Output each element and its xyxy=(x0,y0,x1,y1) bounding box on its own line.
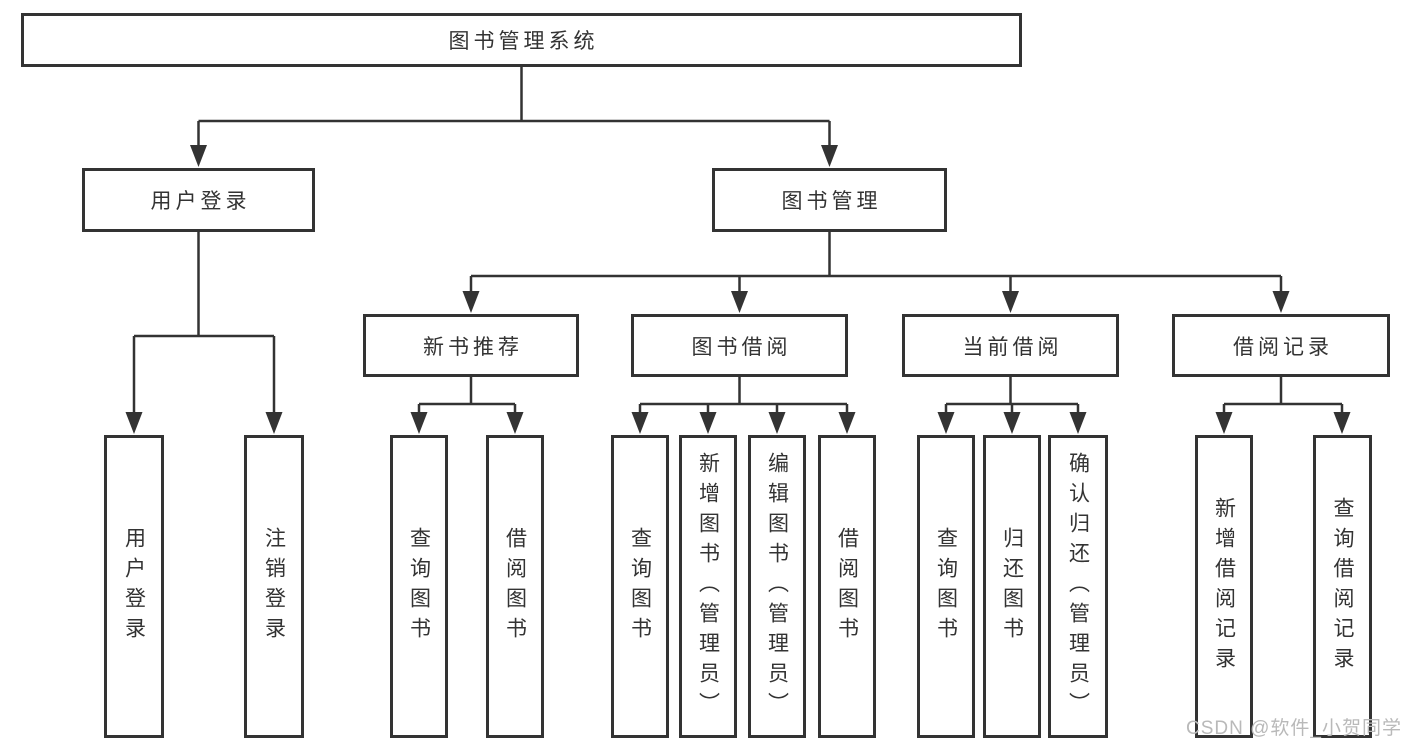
node-borrow-records-label: 借阅记录 xyxy=(1233,335,1333,359)
leaf-br-query-record: 查询借阅记录 xyxy=(1313,435,1372,738)
edge-borrow-records-children xyxy=(1222,377,1344,417)
leaf-bb-query-books-label: 查询图书 xyxy=(628,526,652,647)
leaf-nb-query-books: 查询图书 xyxy=(390,435,448,738)
edges xyxy=(132,67,1344,417)
node-user-login: 用户登录 xyxy=(82,168,315,232)
leaf-cb-return-books: 归还图书 xyxy=(983,435,1041,738)
arrow-icon xyxy=(731,291,748,313)
leaf-bb-edit-books-admin-label: 编辑图书（管理员） xyxy=(765,451,789,722)
leaf-logout: 注销登录 xyxy=(244,435,304,738)
arrow-icon xyxy=(265,412,283,434)
arrow-icon xyxy=(838,412,856,434)
node-new-book-recommend-label: 新书推荐 xyxy=(423,335,523,359)
leaf-user-login: 用户登录 xyxy=(104,435,164,738)
arrow-icon xyxy=(699,412,717,434)
leaf-cb-confirm-return-admin: 确认归还（管理员） xyxy=(1048,435,1108,738)
leaf-nb-query-books-label: 查询图书 xyxy=(407,526,431,647)
leaf-bb-edit-books-admin: 编辑图书（管理员） xyxy=(748,435,806,738)
edge-root-to-level2 xyxy=(197,67,831,150)
node-book-management-label: 图书管理 xyxy=(781,190,882,213)
leaf-cb-query-books: 查询图书 xyxy=(917,435,975,738)
arrow-icon xyxy=(506,412,524,434)
arrow-icon xyxy=(190,145,207,167)
leaf-nb-borrow-books-label: 借阅图书 xyxy=(503,526,527,647)
node-new-book-recommend: 新书推荐 xyxy=(363,314,579,377)
node-book-borrowing-label: 图书借阅 xyxy=(691,335,792,359)
leaf-cb-confirm-return-admin-label: 确认归还（管理员） xyxy=(1066,451,1090,722)
arrow-icon xyxy=(937,412,955,434)
leaf-br-add-record: 新增借阅记录 xyxy=(1195,435,1253,738)
node-user-login-label: 用户登录 xyxy=(150,190,251,213)
leaf-bb-borrow-books-label: 借阅图书 xyxy=(835,526,859,647)
arrow-icon xyxy=(1003,412,1021,434)
leaf-bb-borrow-books: 借阅图书 xyxy=(818,435,876,738)
node-borrow-records: 借阅记录 xyxy=(1172,314,1390,377)
node-book-management: 图书管理 xyxy=(712,168,947,232)
arrow-icon xyxy=(768,412,786,434)
leaf-cb-return-books-label: 归还图书 xyxy=(1000,526,1024,647)
csdn-watermark: CSDN @软件_小贺同学 xyxy=(1186,718,1402,739)
arrow-icon xyxy=(410,412,428,434)
node-library-system-label: 图书管理系统 xyxy=(448,30,599,53)
leaf-logout-label: 注销登录 xyxy=(262,526,286,647)
leaf-user-login-label: 用户登录 xyxy=(122,526,146,647)
leaf-nb-borrow-books: 借阅图书 xyxy=(486,435,544,738)
leaf-bb-query-books: 查询图书 xyxy=(611,435,669,738)
arrow-icon xyxy=(1002,291,1019,313)
arrow-icon xyxy=(1215,412,1233,434)
node-library-system: 图书管理系统 xyxy=(21,13,1022,67)
leaf-bb-add-books-admin-label: 新增图书（管理员） xyxy=(696,451,720,722)
arrow-icon xyxy=(1272,291,1290,313)
node-book-borrowing: 图书借阅 xyxy=(631,314,848,377)
edge-user-login-children xyxy=(132,232,276,417)
arrow-icon xyxy=(631,412,649,434)
leaf-br-add-record-label: 新增借阅记录 xyxy=(1212,496,1236,677)
arrow-icon xyxy=(821,145,838,167)
leaf-cb-query-books-label: 查询图书 xyxy=(934,526,958,647)
edge-book-mgmt-children xyxy=(469,232,1283,296)
arrowheads xyxy=(125,145,1351,434)
arrow-icon xyxy=(1333,412,1351,434)
edge-new-books-children xyxy=(417,377,517,417)
node-current-borrowing: 当前借阅 xyxy=(902,314,1119,377)
arrow-icon xyxy=(125,412,143,434)
leaf-br-query-record-label: 查询借阅记录 xyxy=(1331,496,1354,677)
leaf-bb-add-books-admin: 新增图书（管理员） xyxy=(679,435,737,738)
arrow-icon xyxy=(462,291,480,313)
arrow-icon xyxy=(1069,412,1087,434)
edge-current-borrow-children xyxy=(944,377,1080,417)
node-current-borrowing-label: 当前借阅 xyxy=(962,335,1063,359)
edge-book-borrow-children xyxy=(638,377,849,417)
